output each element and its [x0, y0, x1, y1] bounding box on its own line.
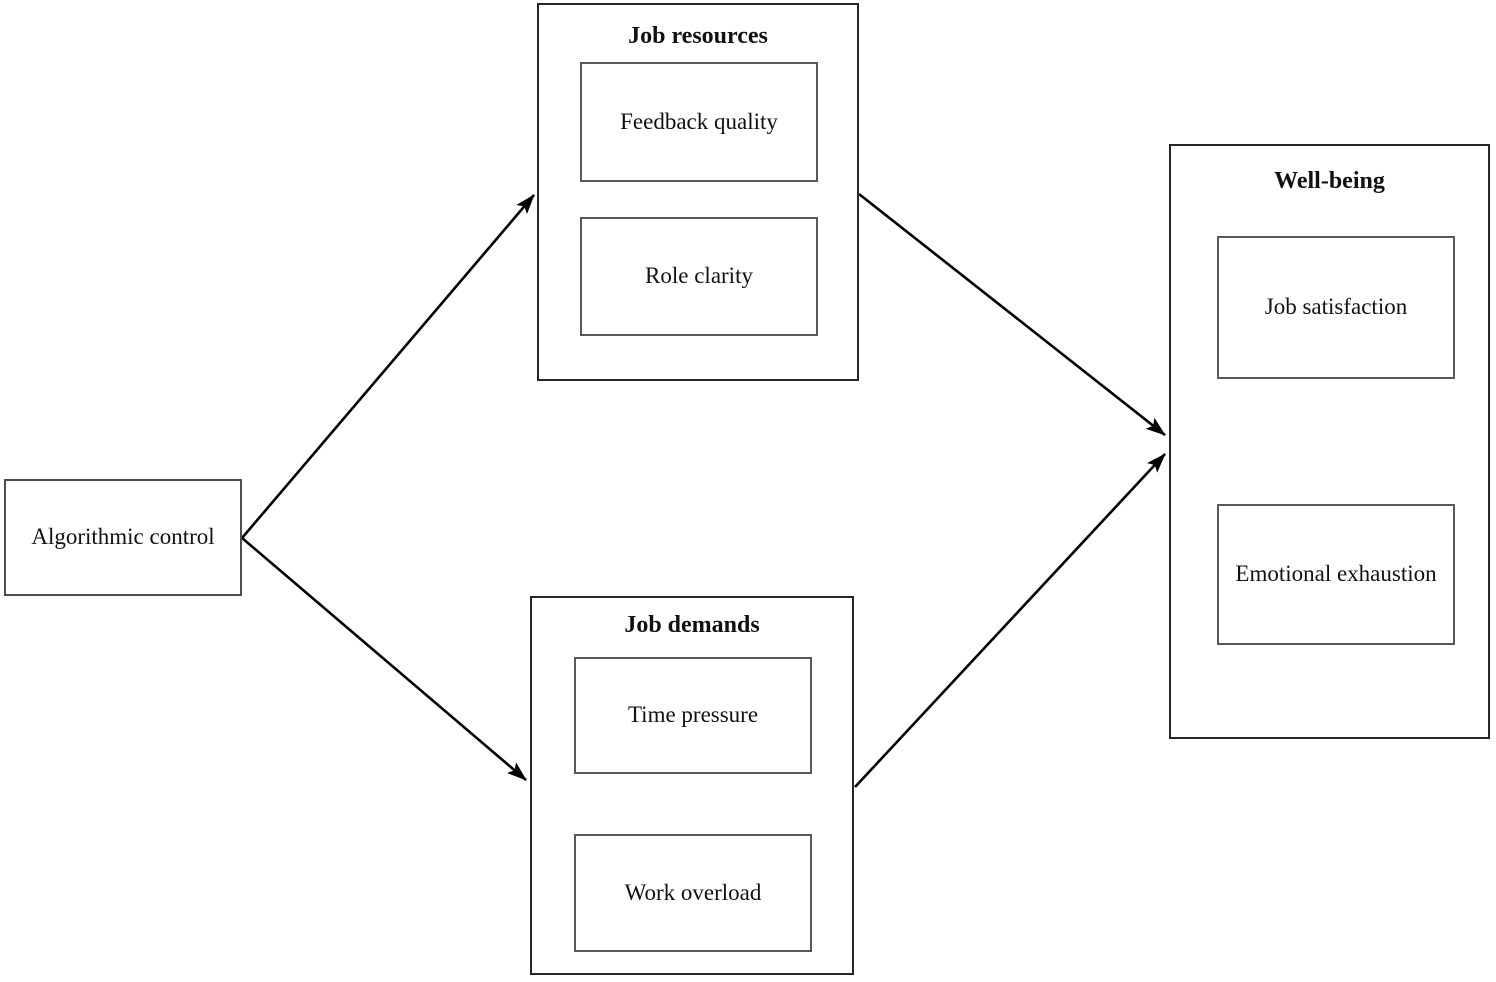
node-feedback-quality-label: Feedback quality — [620, 108, 778, 134]
node-algorithmic-control: Algorithmic control — [4, 479, 242, 596]
arrow-algorithmic-control-to-job-resources — [241, 194, 535, 539]
node-time-pressure-label: Time pressure — [627, 702, 759, 728]
node-job-satisfaction: Job satisfaction — [1217, 236, 1455, 379]
arrow-job-resources-to-well-being — [858, 192, 1166, 437]
node-algorithmic-control-label: Algorithmic control — [31, 524, 215, 550]
node-emotional-exhaustion-label: Emotional exhaustion — [1235, 561, 1437, 587]
group-job-resources-title: Job resources — [628, 23, 768, 49]
node-role-clarity-label: Role clarity — [645, 263, 753, 289]
node-work-overload-label: Work overload — [624, 879, 762, 905]
arrow-job-demands-to-well-being — [854, 453, 1166, 788]
node-emotional-exhaustion: Emotional exhaustion — [1217, 504, 1455, 645]
node-feedback-quality: Feedback quality — [580, 62, 818, 182]
group-job-demands-title: Job demands — [624, 612, 760, 638]
node-work-overload: Work overload — [574, 834, 812, 952]
node-job-satisfaction-label: Job satisfaction — [1264, 294, 1408, 320]
node-time-pressure: Time pressure — [574, 657, 812, 774]
group-job-resources: Job resources Feedback quality Role clar… — [537, 3, 859, 381]
group-well-being-title: Well-being — [1274, 168, 1385, 194]
arrow-algorithmic-control-to-job-demands — [241, 537, 527, 781]
group-job-demands: Job demands Time pressure Work overload — [530, 596, 854, 975]
group-well-being: Well-being Job satisfaction Emotional ex… — [1169, 144, 1490, 739]
node-role-clarity: Role clarity — [580, 217, 818, 336]
